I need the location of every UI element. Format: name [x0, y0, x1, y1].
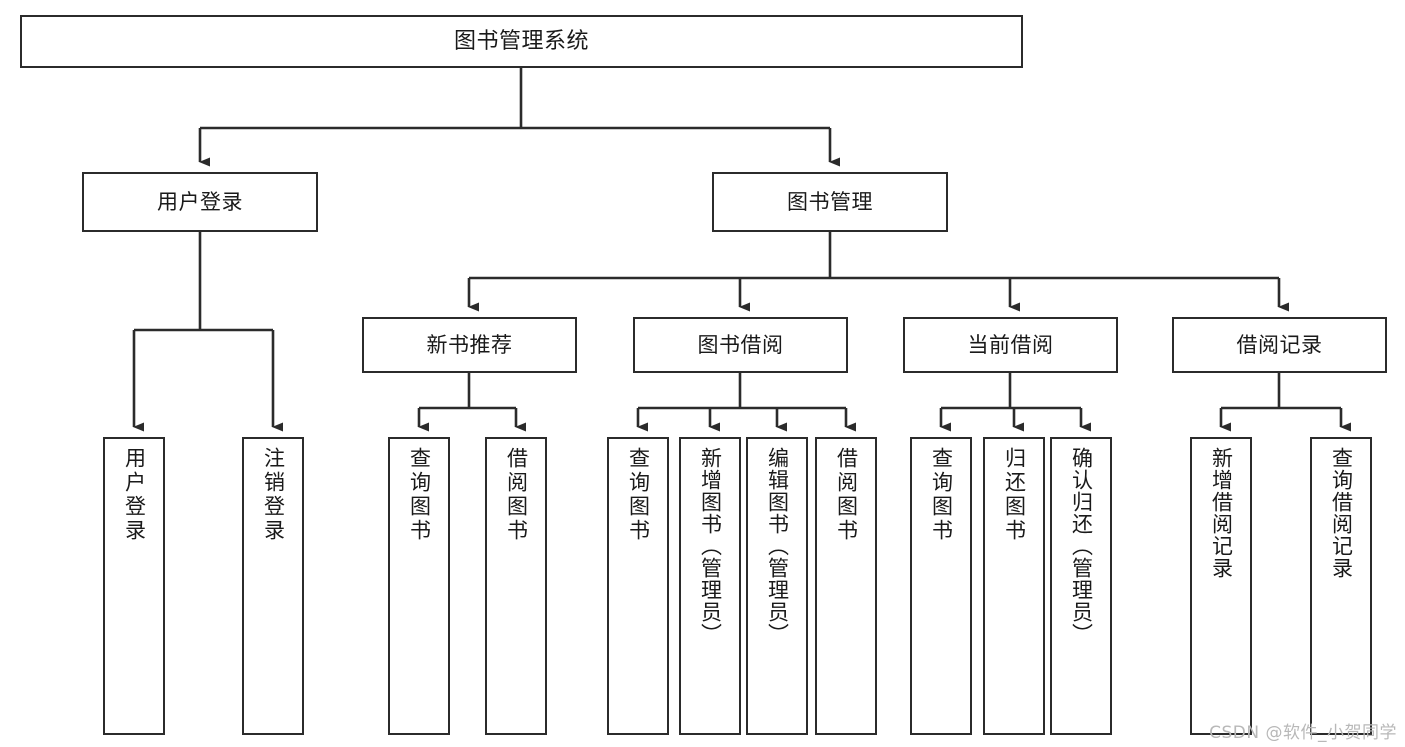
node-label: 图书管理系统: [453, 28, 589, 54]
node-label: 借阅记录: [1236, 332, 1323, 357]
node-leaf-add-book-admin[interactable]: 新增图书（管理员）: [679, 437, 741, 735]
node-label: 查询图书: [626, 447, 651, 543]
node-leaf-borrow-book[interactable]: 借阅图书: [815, 437, 877, 735]
node-leaf-user-login[interactable]: 用户登录: [103, 437, 165, 735]
node-label: 查询图书: [929, 447, 954, 543]
node-label: 图书管理: [787, 189, 873, 214]
node-leaf-borrow-book-newbook[interactable]: 借阅图书: [485, 437, 547, 735]
node-label: 查询图书: [407, 447, 432, 543]
node-leaf-query-book-newbook[interactable]: 查询图书: [388, 437, 450, 735]
node-leaf-query-borrow-record[interactable]: 查询借阅记录: [1310, 437, 1372, 735]
node-label: 确认归还（管理员）: [1069, 447, 1094, 645]
node-label: 新书推荐: [426, 332, 513, 357]
node-label: 当前借阅: [967, 332, 1054, 357]
node-label: 用户登录: [157, 189, 243, 214]
node-new-book-recommend[interactable]: 新书推荐: [362, 317, 577, 373]
node-label: 新增图书（管理员）: [698, 447, 723, 645]
node-label: 归还图书: [1002, 447, 1027, 543]
node-leaf-query-book-current[interactable]: 查询图书: [910, 437, 972, 735]
node-leaf-confirm-return-admin[interactable]: 确认归还（管理员）: [1050, 437, 1112, 735]
node-label: 借阅图书: [834, 447, 859, 543]
node-label: 查询借阅记录: [1329, 447, 1354, 579]
node-borrow-record[interactable]: 借阅记录: [1172, 317, 1387, 373]
node-leaf-edit-book-admin[interactable]: 编辑图书（管理员）: [746, 437, 808, 735]
node-leaf-return-book[interactable]: 归还图书: [983, 437, 1045, 735]
node-label: 新增借阅记录: [1209, 447, 1234, 579]
node-book-management[interactable]: 图书管理: [712, 172, 948, 232]
node-book-borrow[interactable]: 图书借阅: [633, 317, 848, 373]
node-leaf-add-borrow-record[interactable]: 新增借阅记录: [1190, 437, 1252, 735]
node-label: 图书借阅: [697, 332, 784, 357]
node-root-system[interactable]: 图书管理系统: [20, 15, 1023, 68]
node-label: 编辑图书（管理员）: [765, 447, 790, 645]
node-leaf-query-book-borrow[interactable]: 查询图书: [607, 437, 669, 735]
node-leaf-logout[interactable]: 注销登录: [242, 437, 304, 735]
node-label: 借阅图书: [504, 447, 529, 543]
node-label: 注销登录: [261, 447, 286, 543]
node-label: 用户登录: [122, 447, 147, 543]
node-user-login[interactable]: 用户登录: [82, 172, 318, 232]
node-current-borrow[interactable]: 当前借阅: [903, 317, 1118, 373]
